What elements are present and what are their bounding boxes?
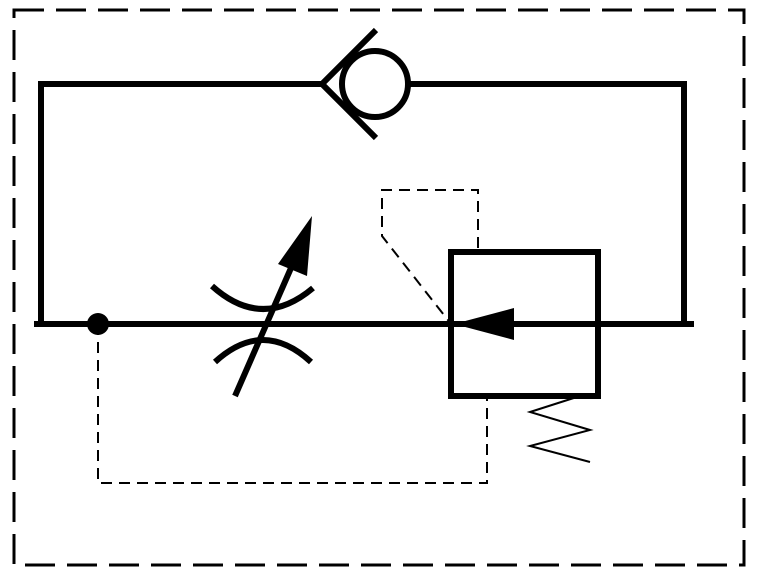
throttle-upper-arc (209, 283, 315, 312)
pilot-line-lower (97, 324, 488, 484)
main-flow-loop (34, 81, 694, 327)
throttle-lower-arc (212, 337, 314, 365)
adjust-arrow-head (278, 216, 312, 276)
enclosure-boundary (12, 8, 746, 567)
adjust-arrow-shaft (232, 250, 301, 398)
check-valve-ball (339, 48, 411, 120)
pressure-compensator-valve (448, 249, 601, 463)
adjustable-throttle-valve (209, 216, 315, 398)
check-valve-seat (317, 27, 379, 141)
pilot-line-upper (381, 189, 479, 325)
compensator-flow-arrow (454, 308, 514, 340)
check-valve (317, 27, 411, 141)
pilot-lines (97, 189, 488, 484)
compensator-spring (526, 395, 594, 463)
